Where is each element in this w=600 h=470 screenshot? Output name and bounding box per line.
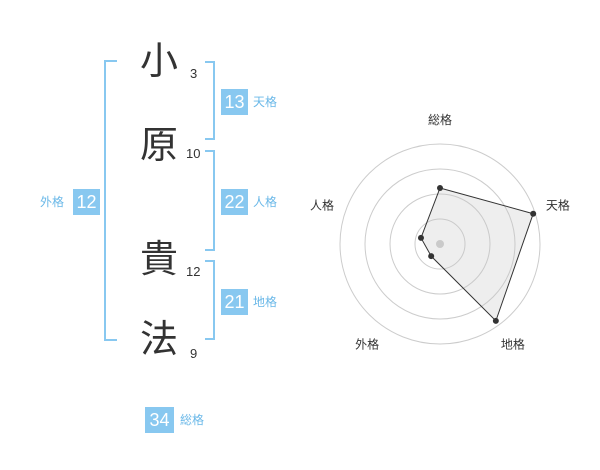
- stroke-count-2: 10: [186, 146, 201, 161]
- name-char-1: 小: [140, 39, 179, 83]
- jinkaku-label: 人格: [253, 195, 278, 209]
- radar-point-4: [428, 253, 435, 260]
- name-char-3: 貴: [140, 237, 179, 281]
- jinkaku-bracket: [205, 150, 215, 251]
- chikaku-bracket: [205, 260, 215, 340]
- soukaku-value-badge: 34: [145, 407, 174, 433]
- chikaku-value-badge: 21: [221, 289, 248, 315]
- radar-point-2: [530, 210, 537, 217]
- stroke-count-4: 9: [190, 346, 198, 361]
- stroke-count-1: 3: [190, 66, 198, 81]
- radar-axis-label-4: 外格: [355, 336, 379, 351]
- stroke-count-3: 12: [186, 264, 201, 279]
- radar-ring: [389, 193, 491, 295]
- radar-point-5: [417, 234, 424, 241]
- tenkaku-value-badge: 13: [221, 89, 248, 115]
- tenkaku-bracket: [205, 61, 215, 140]
- radar-axis-label-1: 総格: [428, 112, 452, 127]
- radar-ring: [364, 168, 516, 320]
- radar-point-3: [492, 317, 499, 324]
- name-char-2: 原: [140, 123, 179, 167]
- radar-axis-label-3: 地格: [501, 336, 525, 351]
- jinkaku-value-badge: 22: [221, 189, 248, 215]
- name-char-4: 法: [140, 317, 179, 361]
- radar-ring: [339, 143, 541, 345]
- radar-ring: [414, 218, 466, 270]
- radar-center: [436, 240, 444, 248]
- tenkaku-label: 天格: [253, 95, 278, 109]
- radar-polygon: [420, 187, 534, 322]
- gaikaku-value-badge: 12: [73, 189, 100, 215]
- gaikaku-bracket: [104, 60, 117, 341]
- chikaku-label: 地格: [253, 295, 278, 309]
- gaikaku-label: 外格: [40, 195, 65, 209]
- radar-axis-label-5: 人格: [310, 198, 334, 213]
- radar-axis-label-2: 天格: [546, 198, 570, 213]
- radar-point-1: [437, 185, 443, 191]
- soukaku-label: 総格: [180, 413, 205, 427]
